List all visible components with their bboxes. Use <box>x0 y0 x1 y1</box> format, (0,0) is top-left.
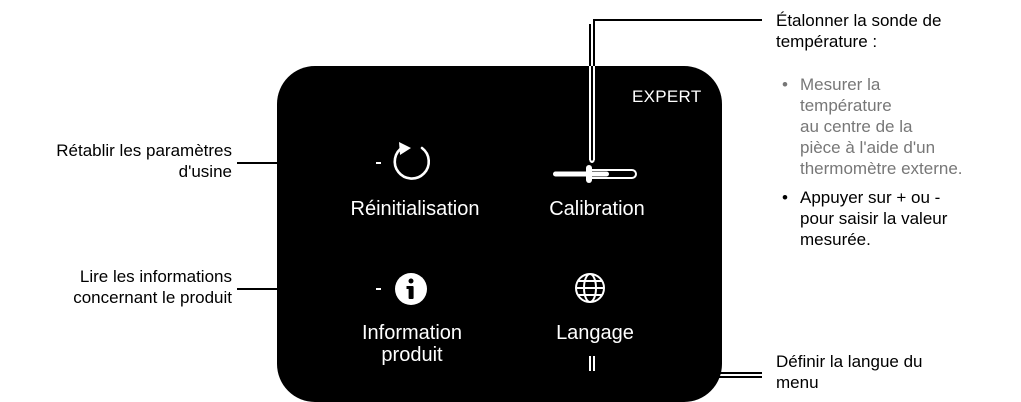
calibration-steps-list: Mesurer la température au centre de la p… <box>780 74 1020 250</box>
reset-callout: Rétablir les paramètres d'usine <box>0 140 232 182</box>
info-callout: Lire les informations concernant le prod… <box>0 266 232 308</box>
language-connector <box>589 353 762 378</box>
tile-language-label[interactable]: Langage <box>556 322 634 344</box>
device-screen <box>277 66 722 402</box>
calibration-step-2: Appuyer sur + ou - pour saisir la valeur… <box>780 187 1020 250</box>
calibration-step-1-line1: Mesurer la <box>800 75 881 94</box>
calibration-title-line2: température : <box>776 32 878 51</box>
language-callout-line1: Définir la langue du <box>776 352 923 371</box>
tile-info-label-line2: produit <box>381 344 443 366</box>
info-icon[interactable] <box>395 273 427 305</box>
reset-callout-line1: Rétablir les paramètres <box>56 141 232 160</box>
calibration-step-1-line2: température <box>800 96 892 115</box>
calibration-step-1-line4: pièce à l'aide d'un <box>800 138 936 157</box>
tile-info-label[interactable]: Information produit <box>342 322 482 366</box>
reset-callout-line2: d'usine <box>178 162 232 181</box>
calibration-callout-title: Étalonner la sonde de température : <box>776 10 1016 52</box>
tile-calibration-label[interactable]: Calibration <box>549 198 645 220</box>
language-callout: Définir la langue du menu <box>776 351 1016 393</box>
calibration-step-1-line5: thermomètre externe. <box>800 159 963 178</box>
expert-mode-label: EXPERT <box>632 87 702 106</box>
calibration-step-2-line2: pour saisir la valeur <box>800 209 948 228</box>
tile-info-label-line1: Information <box>361 322 463 344</box>
calibration-step-1-line3: au centre de la <box>800 117 913 136</box>
calibration-title-line1: Étalonner la sonde de <box>776 11 942 30</box>
reset-icon[interactable] <box>393 142 431 180</box>
calibration-step-2-line1: Appuyer sur + ou - <box>800 188 941 207</box>
tile-reset-label[interactable]: Réinitialisation <box>350 198 480 220</box>
info-callout-line2: concernant le produit <box>73 288 232 307</box>
thermometer-probe-icon[interactable] <box>553 165 637 183</box>
calibration-step-2-line3: mesurée. <box>800 230 871 249</box>
globe-icon[interactable] <box>575 273 605 303</box>
calibration-step-1: Mesurer la température au centre de la p… <box>780 74 1020 179</box>
calibration-connector <box>589 19 762 163</box>
language-callout-line2: menu <box>776 373 819 392</box>
info-callout-line1: Lire les informations <box>79 267 232 286</box>
